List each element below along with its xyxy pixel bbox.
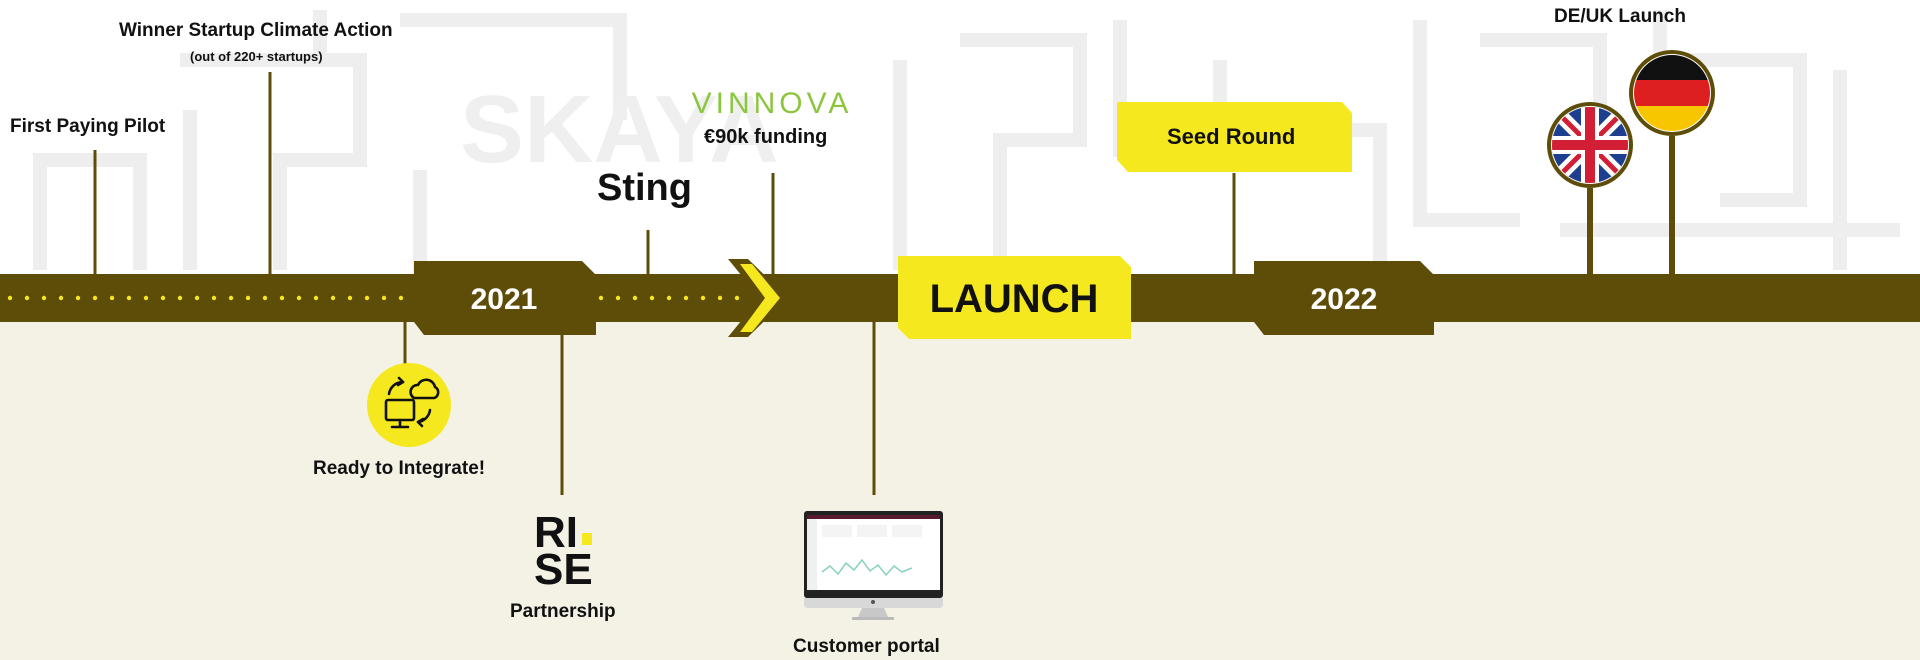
milestone-sting: Sting xyxy=(597,167,692,209)
stems-above xyxy=(93,72,1236,274)
milestone-climate-action-title: Winner Startup Climate Action xyxy=(119,20,393,41)
milestone-seed-round: Seed Round xyxy=(1167,124,1296,149)
stems-below xyxy=(403,322,876,495)
watermark-pattern xyxy=(33,10,1900,277)
imac-dashboard-icon xyxy=(804,511,943,620)
launch-label: LAUNCH xyxy=(930,277,1099,321)
seed-round-tag xyxy=(1117,102,1352,172)
vinnova-logo: VINNOVA xyxy=(692,87,853,120)
milestone-climate-action-subtitle: (out of 220+ startups) xyxy=(190,49,323,64)
uk-flag-icon xyxy=(1547,102,1633,188)
milestone-vinnova-funding: €90k funding xyxy=(704,126,828,148)
rise-logo-line2: SE xyxy=(534,545,593,594)
milestone-first-paying-pilot: First Paying Pilot xyxy=(10,116,166,137)
milestone-partnership: Partnership xyxy=(510,601,616,622)
watermark-logo: SKAYA xyxy=(460,76,778,183)
rise-logo-line1: RI xyxy=(534,508,578,557)
integrate-badge xyxy=(367,363,451,447)
dotted-segment-left xyxy=(7,295,404,301)
monitor-cloud-sync-icon xyxy=(384,376,440,429)
background-bottom xyxy=(0,322,1920,660)
year-label-2021: 2021 xyxy=(471,283,538,316)
rise-logo-dot xyxy=(582,533,592,545)
germany-flag-icon xyxy=(1629,50,1715,136)
dotted-segment-middle xyxy=(598,295,740,301)
year-tag-2021 xyxy=(414,261,596,335)
milestone-de-uk-launch: DE/UK Launch xyxy=(1554,6,1686,27)
year-tag-2022 xyxy=(1254,261,1434,335)
chevron-right-icon-inner xyxy=(740,264,780,332)
launch-tag xyxy=(898,256,1131,339)
milestone-customer-portal: Customer portal xyxy=(793,636,940,657)
year-label-2022: 2022 xyxy=(1311,283,1378,316)
milestone-ready-to-integrate: Ready to Integrate! xyxy=(313,458,486,479)
flag-stems xyxy=(1587,136,1675,274)
